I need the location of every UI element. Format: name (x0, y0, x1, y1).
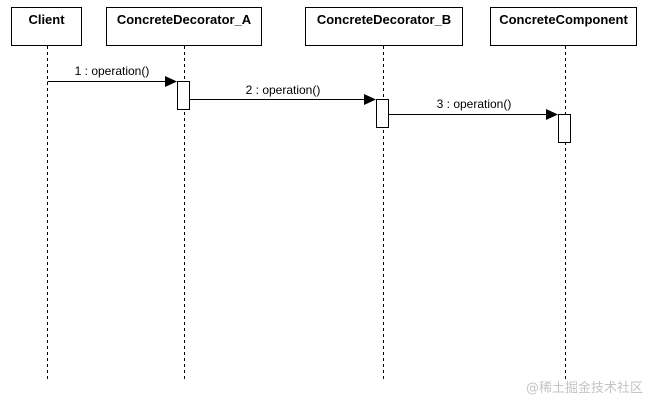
participant-box (490, 7, 637, 46)
participant-box (305, 7, 463, 46)
participant-label: ConcreteDecorator_B (317, 12, 451, 27)
arrowhead-icon (546, 109, 558, 120)
message-1[interactable]: 1 : operation() (47, 64, 178, 87)
message-3[interactable]: 3 : operation() (388, 97, 559, 120)
message-label: 1 : operation() (75, 64, 150, 78)
participant-concrete-decorator-a[interactable]: ConcreteDecorator_A (106, 7, 262, 46)
activation-bar-decorator-a (177, 81, 190, 110)
participant-label: ConcreteDecorator_A (117, 12, 252, 27)
activation-bar-decorator-b (376, 99, 389, 128)
participant-concrete-decorator-b[interactable]: ConcreteDecorator_B (305, 7, 463, 46)
message-2[interactable]: 2 : operation() (189, 83, 377, 105)
activation-bar-component (558, 114, 571, 143)
message-label: 2 : operation() (246, 83, 321, 97)
participant-box (106, 7, 262, 46)
message-label: 3 : operation() (437, 97, 512, 111)
participant-label: ConcreteComponent (499, 12, 628, 27)
participant-label: Client (28, 12, 65, 27)
arrowhead-icon (364, 94, 376, 105)
arrowhead-icon (165, 76, 177, 87)
watermark-text: @稀土掘金技术社区 (525, 381, 643, 396)
participant-box (11, 7, 82, 46)
participant-concrete-component[interactable]: ConcreteComponent (490, 7, 637, 46)
participant-client[interactable]: Client (11, 7, 82, 46)
